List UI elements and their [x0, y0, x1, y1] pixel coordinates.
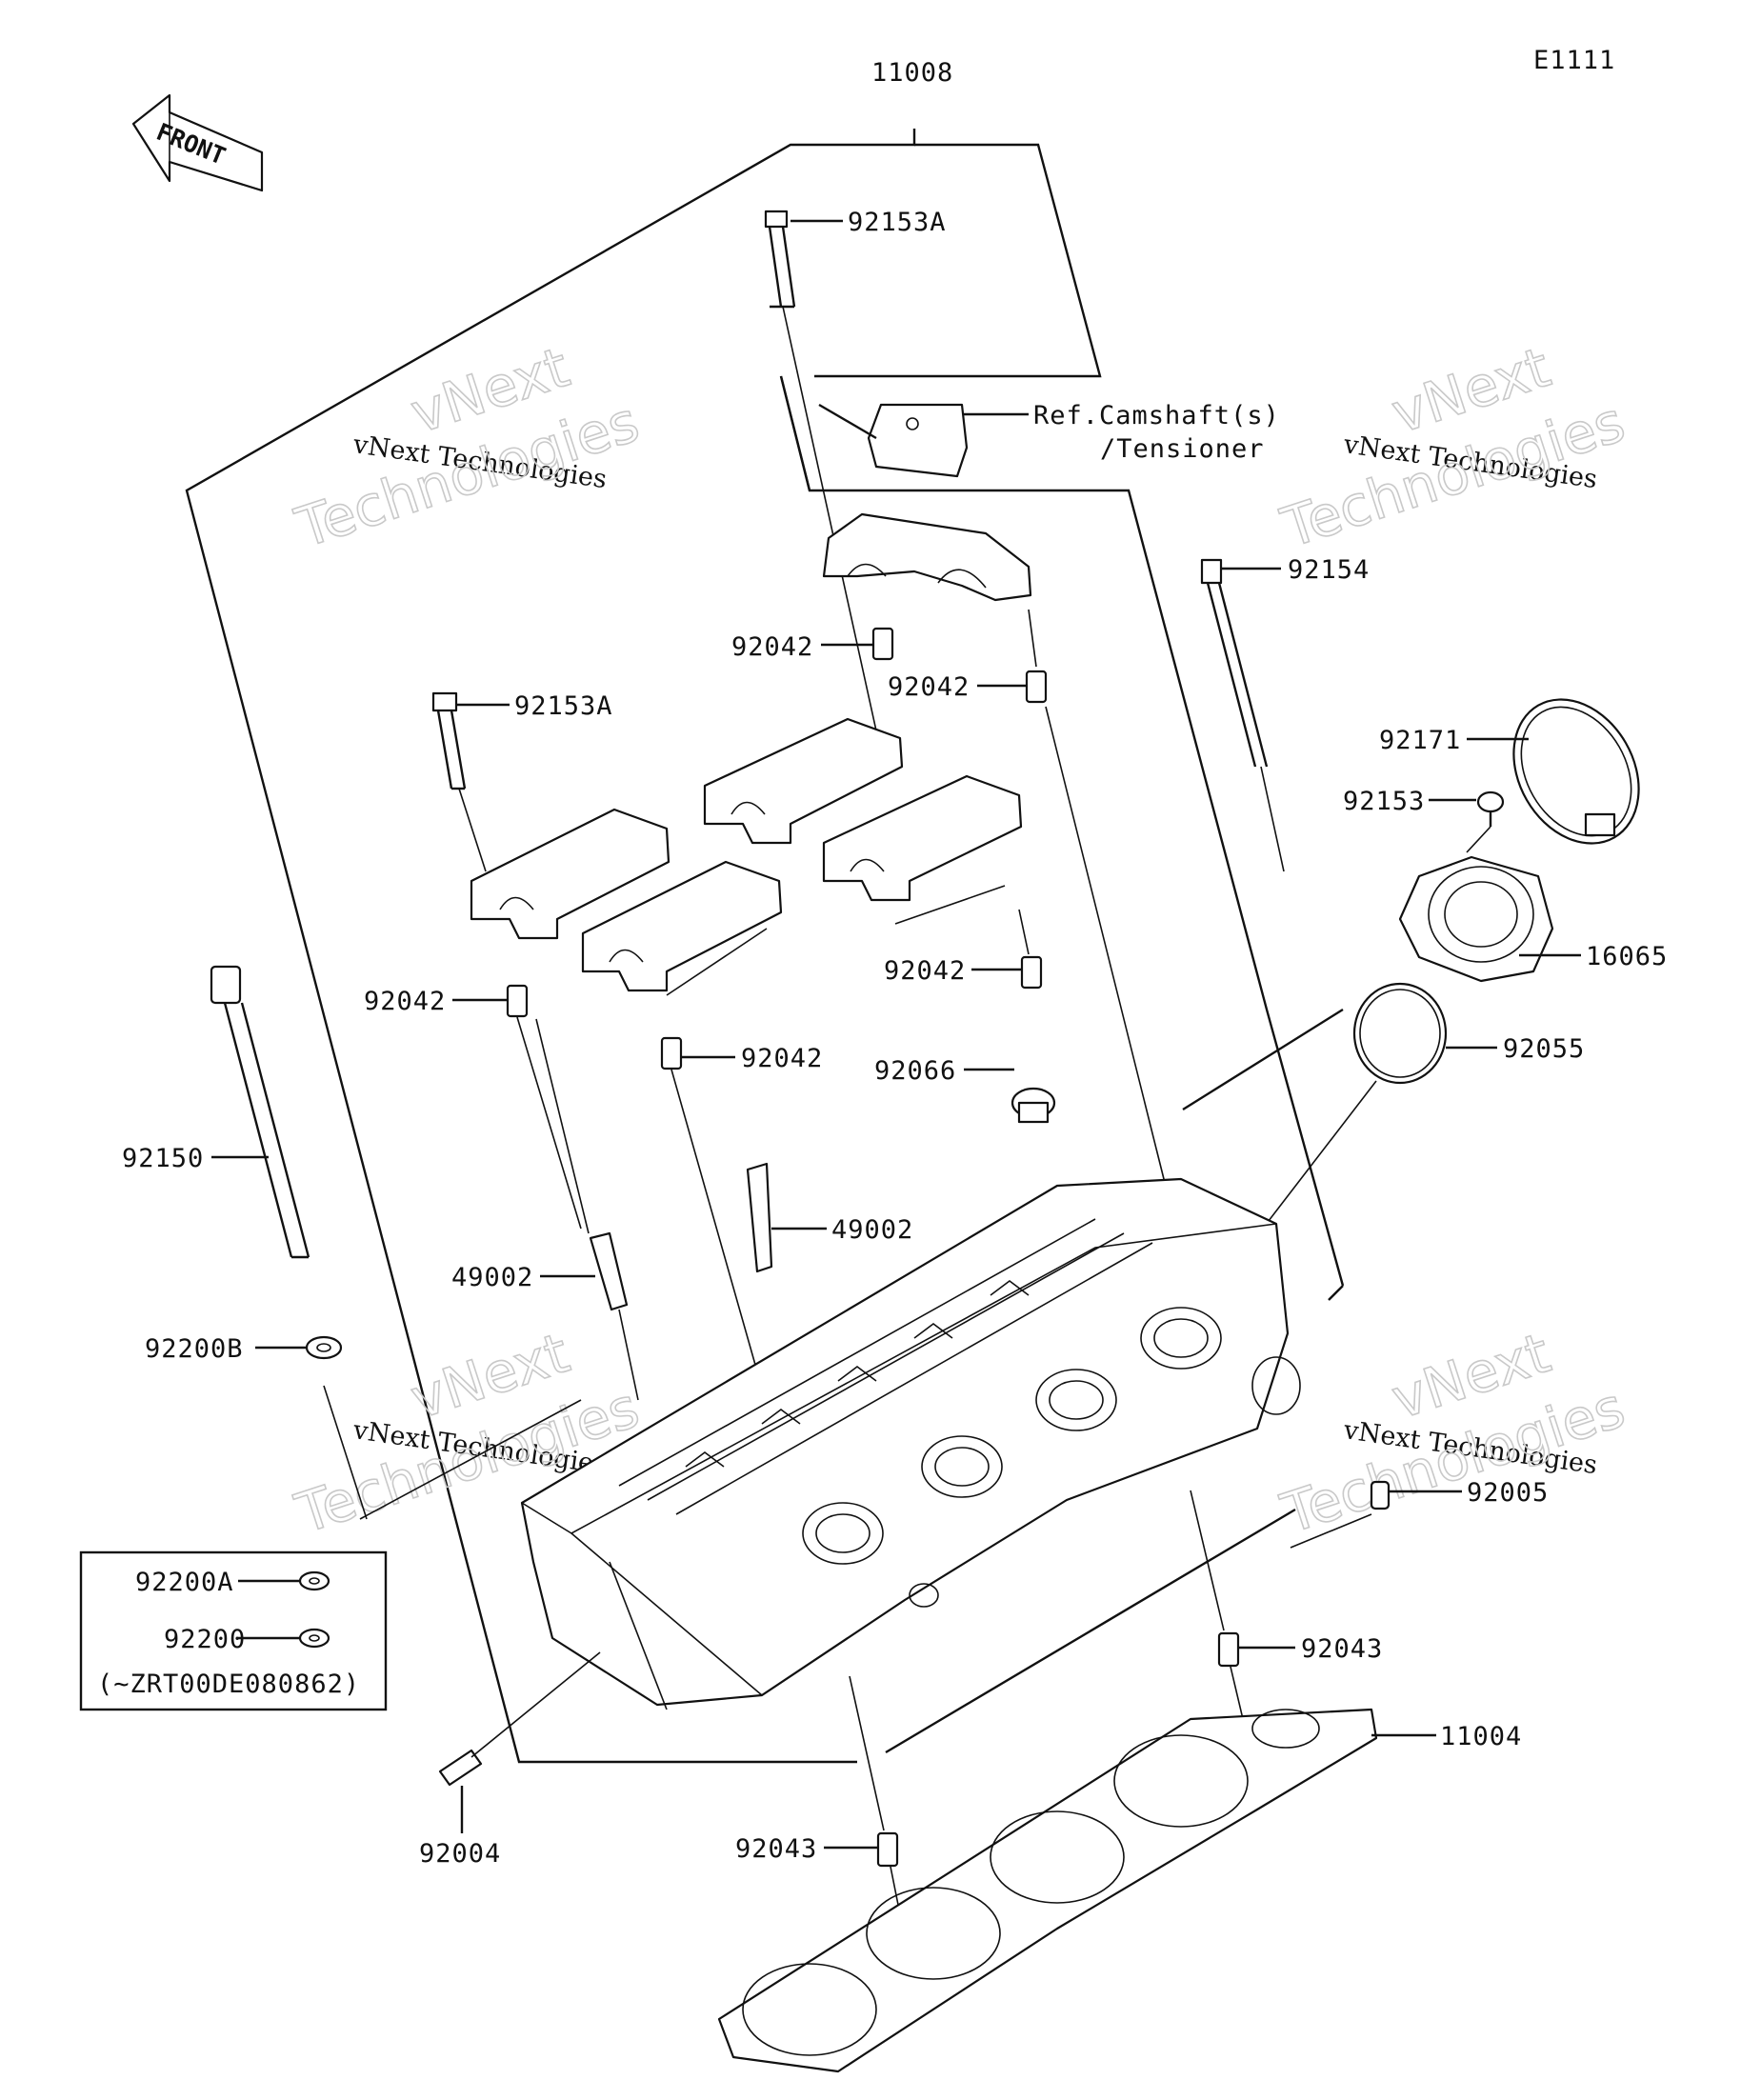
callout-92042-d: 92042 [884, 956, 966, 986]
cam-cap-upper [822, 512, 1032, 602]
callout-92042-c: 92042 [364, 987, 446, 1016]
callout-92042-b: 92042 [888, 672, 970, 702]
bolt-92153A-top [764, 210, 882, 753]
callout-92043-a: 92043 [1301, 1634, 1383, 1664]
figure-code: E1111 [1533, 46, 1615, 75]
cam-cap-1 [470, 808, 670, 940]
callout-49002-b: 49002 [451, 1263, 533, 1292]
cam-cap-4 [822, 774, 1023, 902]
callout-92200B: 92200B [145, 1334, 244, 1364]
clamp-92171 [1512, 698, 1640, 845]
watermark-top-right: vNext Technologies vNext Technologies [1273, 333, 1633, 561]
callout-11008: 11008 [871, 58, 953, 88]
bolt-92150 [210, 965, 310, 1259]
washer-92200B [305, 1335, 343, 1360]
front-arrow-icon: FRONT [131, 93, 264, 192]
callout-92004: 92004 [419, 1839, 501, 1869]
dowel-92042-d [1020, 955, 1043, 990]
bolt-92154 [1200, 558, 1285, 872]
callout-16065: 16065 [1586, 942, 1668, 971]
callout-92066: 92066 [874, 1056, 956, 1086]
callout-92042-e: 92042 [741, 1044, 823, 1073]
dowel-92042-c [506, 984, 529, 1018]
callout-92153A-mid: 92153A [514, 691, 613, 721]
dowel-92043-a [1217, 1631, 1240, 1668]
fitting-92005 [1370, 1480, 1391, 1510]
callout-92154: 92154 [1288, 555, 1370, 585]
cam-cap-3 [581, 860, 783, 992]
gasket-11004 [717, 1708, 1378, 2073]
camshaft-bracket [779, 375, 969, 491]
dowel-92042-a [871, 627, 894, 661]
washer-inset-box [79, 1550, 388, 1711]
callout-49002-a: 49002 [831, 1215, 913, 1245]
callout-92150: 92150 [122, 1144, 204, 1173]
ref-note-line1: Ref.Camshaft(s) [1033, 401, 1280, 430]
ref-note-line2: /Tensioner [1100, 434, 1265, 464]
holder-16065 [1398, 855, 1554, 983]
callout-92005: 92005 [1467, 1478, 1549, 1508]
valve-guide-49002-a [746, 1162, 773, 1273]
callout-92042-a: 92042 [731, 632, 813, 662]
callout-92055: 92055 [1503, 1034, 1585, 1064]
valve-guide-49002-b [589, 1231, 629, 1311]
inset-note: (~ZRT00DE080862) [97, 1670, 360, 1699]
o-ring-92055 [1352, 982, 1448, 1085]
dowel-92042-e [660, 1036, 683, 1070]
dowel-92042-b [1025, 670, 1048, 704]
bolt-92153A-mid [431, 691, 487, 872]
callout-92043-b: 92043 [735, 1834, 817, 1864]
dowel-92043-b [876, 1831, 899, 1868]
watermark-bottom-right: vNext Technologies vNext Technologies [1273, 1319, 1633, 1547]
watermark-top-left: vNext Technologies vNext Technologies [288, 333, 648, 561]
callout-92153: 92153 [1343, 787, 1425, 816]
screw-92153 [1476, 790, 1505, 827]
callout-92153A-top: 92153A [848, 208, 947, 237]
inset-92200A: 92200A [135, 1568, 234, 1597]
cam-cap-2 [703, 717, 904, 845]
cylinder-head [520, 1177, 1301, 1710]
callout-92171: 92171 [1379, 726, 1461, 755]
callout-11004: 11004 [1440, 1722, 1522, 1751]
inset-92200: 92200 [164, 1625, 246, 1654]
plug-92066 [1011, 1087, 1056, 1124]
stud-92004 [438, 1749, 483, 1787]
